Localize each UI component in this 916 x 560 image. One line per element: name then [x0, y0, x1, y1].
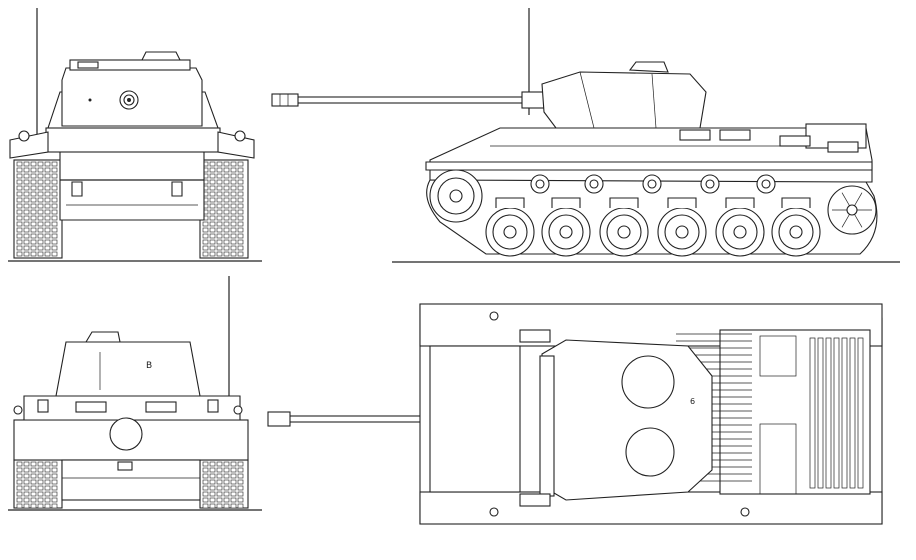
side-gun-barrel — [295, 96, 529, 104]
rear-turret-marking: B — [146, 361, 152, 371]
top-turret-marking: 6 — [690, 397, 695, 406]
loader-hatch — [625, 427, 675, 477]
commander-hatch — [621, 355, 675, 409]
top-turret — [541, 339, 713, 501]
side-turret — [541, 71, 707, 129]
rear-hatch — [109, 417, 143, 451]
rear-view: B — [8, 276, 262, 511]
side-return-rollers — [530, 174, 776, 194]
side-view — [271, 8, 900, 263]
front-view — [8, 8, 262, 262]
side-road-wheels — [485, 197, 821, 257]
top-muzzle-brake — [267, 411, 291, 427]
rear-turret — [55, 341, 201, 397]
top-view: 6 — [267, 303, 883, 525]
side-muzzle-brake — [271, 93, 299, 107]
top-rear-grille — [809, 337, 864, 489]
